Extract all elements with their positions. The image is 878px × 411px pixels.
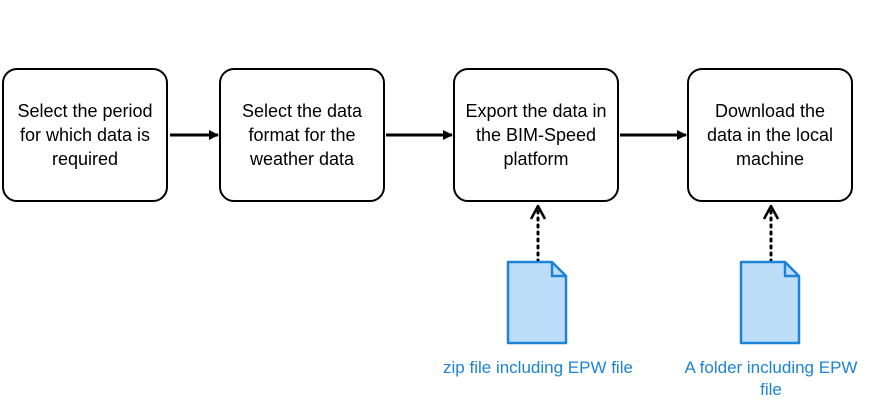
step-label: Export the data in the BIM-Speed platfor… [465,101,607,169]
file-label-folder: A folder including EPW file [684,358,858,399]
step-label: Download the data in the local machine [706,101,834,169]
file-connector-2-arrowhead [762,204,780,220]
step-label: Select the period for which data is requ… [17,101,153,169]
document-icon [506,260,568,345]
step-download-data: Download the data in the local machine [687,68,853,202]
step-select-format: Select the data format for the weather d… [219,68,385,202]
file-connector-1-arrowhead [529,204,547,220]
document-icon [739,260,801,345]
step-label: Select the data format for the weather d… [241,101,363,169]
step-export-data: Export the data in the BIM-Speed platfor… [453,68,619,202]
file-label-zip: zip file including EPW file [443,358,633,377]
step-select-period: Select the period for which data is requ… [2,68,168,202]
